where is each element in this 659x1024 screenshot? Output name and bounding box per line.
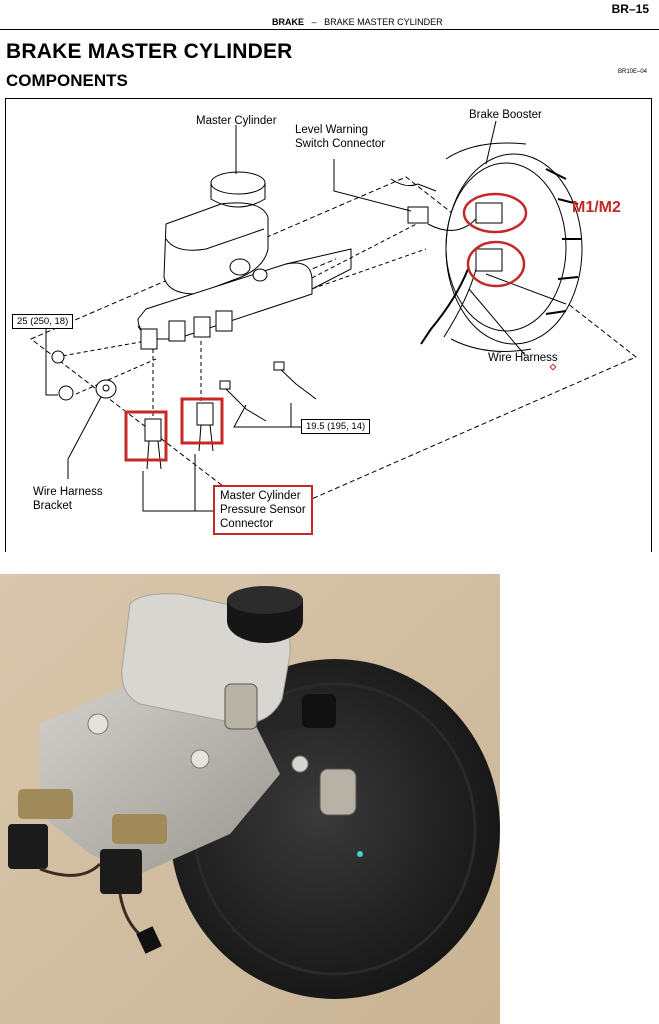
pressure-sensor-callout: Master Cylinder Pressure Sensor Connecto…	[213, 485, 313, 535]
sensor-label-3: Connector	[220, 518, 274, 530]
photo-drawing	[0, 574, 500, 1024]
page-number: BR–15	[611, 2, 649, 16]
torque-spec-brake-line: 19.5 (195, 14)	[301, 419, 371, 434]
level-warning-label-1: Level Warning	[295, 124, 369, 136]
bracket-label-1: Wire Harness	[33, 486, 103, 498]
level-warning-label-2: Switch Connector	[295, 138, 386, 150]
booster-body	[445, 153, 583, 345]
components-diagram: Master Cylinder Level Warning Switch Con…	[5, 98, 652, 552]
bracket-label-2: Bracket	[33, 500, 72, 512]
m1-highlight-ring	[462, 192, 528, 234]
diagram-drawing	[30, 120, 637, 520]
wire-harness-mark	[549, 363, 557, 371]
header-topic: BRAKE MASTER CYLINDER	[324, 17, 443, 27]
m2-highlight-ring	[466, 240, 526, 288]
header-rule	[0, 29, 659, 30]
section-subtitle: COMPONENTS	[6, 71, 128, 90]
sensor-connector-highlight-right	[180, 397, 224, 445]
cylinder-body	[137, 262, 313, 340]
wire-harness-label: Wire Harness	[488, 352, 558, 364]
brake-booster-label: Brake Booster	[469, 109, 542, 121]
header-section: BRAKE	[272, 17, 305, 27]
sensor-label-1: Master Cylinder	[220, 490, 301, 502]
figure-code: BR10E–04	[618, 69, 648, 75]
master-cylinder-label: Master Cylinder	[196, 115, 277, 127]
reservoir-cap	[210, 171, 266, 195]
m1-m2-label: M1/M2	[572, 199, 621, 216]
sensor-label-2: Pressure Sensor	[220, 504, 306, 516]
page-title: BRAKE MASTER CYLINDER	[6, 40, 293, 63]
torque-spec-nut: 25 (250, 18)	[12, 314, 74, 329]
running-header: BRAKE – BRAKE MASTER CYLINDER	[272, 17, 443, 27]
component-photo	[0, 574, 500, 1024]
header-separator: –	[311, 17, 317, 27]
sensor-connector-highlight-left	[124, 410, 168, 462]
